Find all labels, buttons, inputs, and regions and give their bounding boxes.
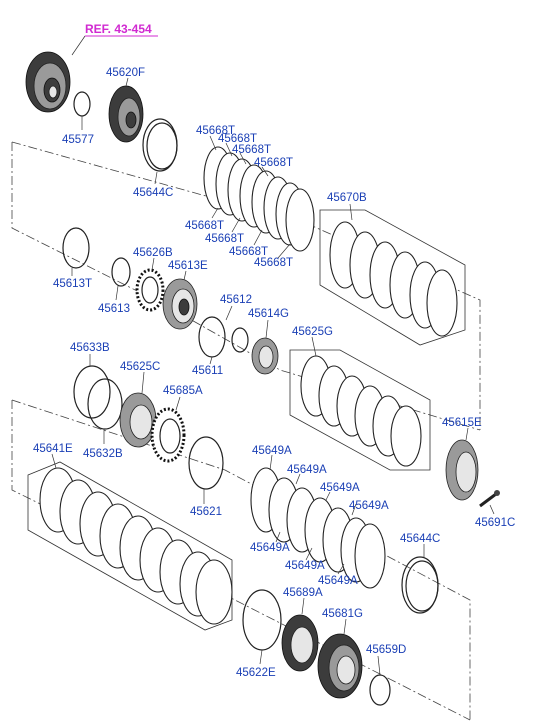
leader-line	[141, 371, 145, 394]
clutch-plates-icon	[203, 146, 315, 252]
return-spring-icon	[150, 407, 186, 463]
part-label[interactable]: 45649A	[318, 575, 358, 587]
part-label[interactable]: 45689A	[283, 587, 323, 599]
spring-retainer-icon	[231, 327, 279, 375]
reference-leader	[71, 35, 86, 56]
leader-line	[209, 356, 213, 365]
clutch-plates-icon	[250, 467, 386, 589]
leader-line	[151, 257, 155, 271]
seal-ring-icon	[142, 118, 178, 172]
friction-discs-icon	[329, 221, 458, 337]
part-label[interactable]: 45622E	[236, 667, 276, 679]
leader-line	[301, 597, 305, 615]
part-label[interactable]: 45681G	[322, 608, 363, 620]
reference-label[interactable]: REF. 43-454	[85, 22, 152, 36]
bolt-icon	[479, 490, 500, 508]
part-label[interactable]: 45613	[98, 303, 130, 315]
snap-ring-icon	[188, 436, 224, 490]
part-label[interactable]: 45668T	[196, 125, 235, 137]
leader-line	[265, 319, 269, 339]
part-label[interactable]: 45615E	[442, 417, 482, 429]
part-label[interactable]: 45625G	[292, 326, 333, 338]
part-label[interactable]: 45632B	[83, 448, 123, 460]
drum-gear-icon	[25, 51, 71, 113]
part-label[interactable]: 45668T	[205, 233, 244, 245]
part-label[interactable]: 45691C	[475, 517, 515, 529]
sun-gear-icon	[108, 85, 144, 143]
bearing-race-icon	[281, 614, 319, 672]
part-label[interactable]: 45577	[62, 134, 94, 146]
leader-line	[349, 203, 353, 221]
hub-assembly-icon	[162, 278, 198, 330]
part-label[interactable]: 45668T	[232, 144, 271, 156]
part-label[interactable]: 45644C	[400, 533, 440, 545]
part-label[interactable]: 45649A	[250, 542, 290, 554]
leader-line	[125, 77, 129, 87]
part-label[interactable]: 45612	[220, 294, 252, 306]
part-label[interactable]: 45644C	[133, 187, 173, 199]
seal-rings-icon	[73, 365, 123, 430]
part-label[interactable]: 45668T	[254, 157, 293, 169]
part-label[interactable]: 45668T	[229, 246, 268, 258]
leader-line	[183, 270, 187, 281]
clutch-discs-icon	[39, 467, 233, 625]
part-label[interactable]: 45685A	[163, 385, 203, 397]
needle-bearing-icon	[135, 268, 165, 312]
leader-line	[154, 171, 158, 185]
part-label[interactable]: 45670B	[327, 192, 367, 204]
part-label[interactable]: 45621	[190, 506, 222, 518]
part-label[interactable]: 45668T	[218, 133, 257, 145]
part-label[interactable]: 45649A	[252, 445, 292, 457]
part-label[interactable]: 45641E	[33, 443, 73, 455]
part-label[interactable]: 45668T	[254, 257, 293, 269]
part-label[interactable]: 45611	[192, 365, 223, 377]
leader-line	[343, 618, 347, 635]
part-label[interactable]: 45649A	[320, 482, 360, 494]
part-label[interactable]: 45625C	[120, 361, 160, 373]
leader-line	[489, 504, 495, 515]
part-label[interactable]: 45613T	[53, 278, 92, 290]
part-label[interactable]: 45620F	[106, 67, 145, 79]
part-group-frames	[27, 209, 466, 631]
leader-line	[175, 396, 181, 411]
part-label[interactable]: 45614G	[248, 308, 289, 320]
leader-lines	[269, 454, 357, 575]
retaining-ring-icon	[62, 227, 90, 269]
leader-line	[51, 453, 57, 469]
part-label[interactable]: 45626B	[133, 247, 173, 259]
seal-ring-icon	[198, 316, 226, 358]
small-ring-icon	[111, 257, 131, 287]
part-label[interactable]: 45668T	[185, 220, 224, 232]
part-label[interactable]: 45659D	[366, 644, 406, 656]
piston-icon	[119, 392, 157, 448]
leader-line	[115, 285, 119, 301]
snap-ring-icon	[73, 91, 91, 117]
part-label[interactable]: 45649A	[349, 500, 389, 512]
part-label[interactable]: 45649A	[287, 464, 327, 476]
leader-line	[377, 655, 381, 676]
leader-line	[259, 649, 263, 665]
part-label[interactable]: 45613E	[168, 260, 208, 272]
part-label[interactable]: 45649A	[285, 560, 325, 572]
part-label[interactable]: 45633B	[70, 342, 110, 354]
leader-line	[465, 427, 469, 441]
snap-ring-icon	[369, 674, 391, 706]
leader-lines	[209, 135, 291, 259]
clutch-plates-icon	[300, 355, 422, 467]
leader-line	[311, 336, 317, 357]
ring-gear-icon	[317, 633, 363, 699]
part-number-labels: 45620F 45577 45644C 45668T 45668T 45668T…	[33, 67, 515, 679]
seal-ring-icon	[401, 556, 439, 614]
clutch-retainer-icon	[445, 439, 479, 501]
leader-line	[225, 305, 233, 321]
snap-ring-icon	[242, 589, 282, 651]
